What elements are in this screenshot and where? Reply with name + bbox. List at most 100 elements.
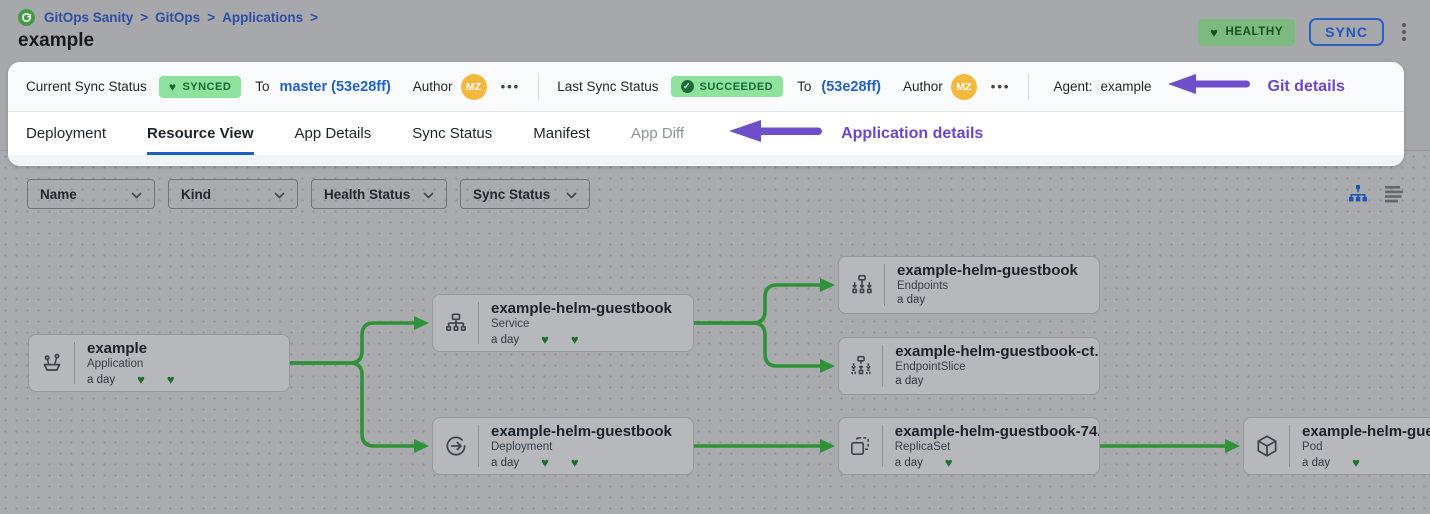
last-revision-link[interactable]: (53e28ff) [821, 78, 882, 95]
more-commit-info-button[interactable]: ••• [990, 79, 1011, 94]
breadcrumb: GitOps Sanity > GitOps > Applications > [18, 9, 318, 26]
agent-value: example [1100, 79, 1152, 94]
service-icon [433, 302, 479, 344]
health-heart-icon: ♥ [1352, 455, 1360, 470]
breadcrumb-separator: > [207, 10, 216, 25]
tree-view-toggle[interactable] [1348, 184, 1368, 209]
chevron-down-icon [131, 187, 142, 202]
check-circle-icon: ✓ [680, 80, 694, 93]
node-kind: Endpoints [897, 280, 949, 292]
synced-badge: ♥ SYNCED [158, 75, 242, 98]
deployment-icon [433, 425, 479, 467]
resource-node-pod[interactable]: example-helm-guest Pod a day ♥ [1243, 417, 1430, 475]
annotation-arrow-left-icon [1162, 72, 1254, 101]
annotation-arrow-left-icon [725, 118, 827, 149]
breadcrumb-item-gitops-sanity[interactable]: GitOps Sanity [44, 10, 134, 25]
health-heart-icon: ♥ [570, 455, 579, 470]
more-commit-info-button[interactable]: ••• [500, 79, 521, 94]
resource-node-endpointslice[interactable]: example-helm-guestbook-ct... EndpointSli… [838, 337, 1100, 395]
replicaset-icon [839, 425, 883, 467]
author-avatar: MZ [460, 73, 487, 100]
filter-health-status-dropdown[interactable]: Health Status [311, 179, 447, 209]
breadcrumb-separator: > [140, 10, 149, 25]
resource-node-application-example[interactable]: example Application a day ♥ ♥ [28, 334, 290, 392]
node-age: a day [1302, 456, 1331, 469]
list-view-toggle[interactable] [1384, 185, 1404, 208]
heart-icon: ♥ [168, 79, 177, 94]
filter-kind-dropdown[interactable]: Kind [168, 179, 298, 209]
git-details-annotation: Git details [1267, 77, 1345, 95]
top-bar: GitOps Sanity > GitOps > Applications > … [0, 0, 1430, 62]
gitops-logo-icon [18, 9, 35, 26]
divider [538, 73, 540, 100]
health-heart-icon: ♥ [944, 455, 953, 470]
tab-app-diff[interactable]: App Diff [630, 124, 685, 142]
sync-status-bar: Current Sync Status ♥ SYNCED To master (… [8, 62, 1404, 112]
author-label: Author [412, 79, 453, 94]
node-age: a day [87, 373, 116, 386]
node-title: example-helm-guestbook [491, 300, 672, 317]
divider [1028, 73, 1030, 100]
chevron-down-icon [423, 187, 434, 202]
node-kind: Application [87, 358, 144, 370]
node-kind: Deployment [491, 441, 553, 453]
health-heart-icon: ♥ [541, 455, 549, 470]
page-title: example [18, 30, 95, 51]
application-details-annotation: Application details [841, 124, 984, 142]
health-status-badge: ♥ HEALTHY [1198, 18, 1296, 46]
node-age: a day [491, 456, 520, 469]
agent-label: Agent: [1053, 79, 1093, 94]
health-status-badge-label: HEALTHY [1225, 26, 1284, 38]
tab-bar: Deployment Resource View App Details Syn… [8, 112, 1404, 155]
chevron-down-icon [274, 187, 285, 202]
pod-icon [1244, 425, 1290, 467]
last-sync-status-label: Last Sync Status [557, 79, 659, 94]
breadcrumb-item-gitops[interactable]: GitOps [155, 10, 201, 25]
filter-bar: Name Kind Health Status Sync Status [27, 179, 590, 209]
app-details-panel: Current Sync Status ♥ SYNCED To master (… [8, 62, 1404, 166]
node-kind: EndpointSlice [895, 361, 966, 373]
node-age: a day [894, 456, 923, 469]
to-label: To [255, 79, 270, 94]
current-revision-link[interactable]: master (53e28ff) [279, 78, 391, 95]
author-avatar: MZ [950, 73, 977, 100]
chevron-down-icon [566, 187, 577, 202]
node-title: example-helm-guestbook-ct... [895, 343, 1099, 360]
tab-app-details[interactable]: App Details [294, 124, 372, 142]
heart-icon: ♥ [1210, 24, 1219, 40]
tab-resource-view[interactable]: Resource View [147, 112, 254, 155]
endpointslice-icon [839, 345, 884, 387]
node-kind: Service [491, 318, 530, 330]
tab-manifest[interactable]: Manifest [533, 124, 590, 142]
filter-sync-status-dropdown[interactable]: Sync Status [460, 179, 590, 209]
current-sync-status-label: Current Sync Status [26, 79, 147, 94]
author-label: Author [903, 79, 943, 94]
node-kind: ReplicaSet [894, 441, 951, 453]
health-heart-icon: ♥ [137, 372, 145, 387]
health-heart-icon: ♥ [541, 332, 549, 347]
filter-name-dropdown[interactable]: Name [27, 179, 155, 209]
node-age: a day [897, 294, 926, 306]
node-title: example [87, 340, 148, 357]
health-heart-icon: ♥ [166, 372, 175, 387]
sync-button[interactable]: SYNC [1309, 18, 1384, 46]
endpoints-icon [839, 264, 885, 306]
breadcrumb-item-applications[interactable]: Applications [222, 10, 304, 25]
node-title: example-helm-guestbook [491, 423, 672, 440]
tab-sync-status[interactable]: Sync Status [412, 124, 493, 142]
node-title: example-helm-guest [1302, 423, 1430, 440]
resource-node-endpoints[interactable]: example-helm-guestbook Endpoints a day [838, 256, 1100, 314]
resource-node-service[interactable]: example-helm-guestbook Service a day ♥ ♥ [432, 294, 694, 352]
application-icon [29, 342, 75, 384]
tab-deployment[interactable]: Deployment [26, 124, 107, 142]
node-title: example-helm-guestbook [897, 262, 1078, 279]
breadcrumb-separator: > [310, 10, 318, 25]
kebab-menu-icon[interactable] [1398, 21, 1410, 43]
succeeded-badge: ✓ SUCCEEDED [670, 76, 784, 97]
panel-bottom-strip [8, 155, 1404, 165]
to-label: To [797, 79, 812, 94]
resource-node-deployment[interactable]: example-helm-guestbook Deployment a day … [432, 417, 694, 475]
node-title: example-helm-guestbook-74... [894, 423, 1099, 440]
resource-node-replicaset[interactable]: example-helm-guestbook-74... ReplicaSet … [838, 417, 1100, 475]
node-kind: Pod [1302, 441, 1323, 453]
